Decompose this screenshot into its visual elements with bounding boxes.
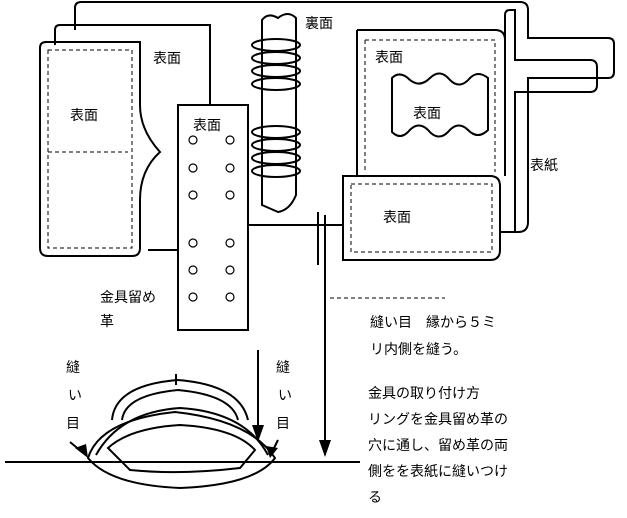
note-attach-line4: 側をを表紙に縫いつけ [368, 464, 508, 480]
label-omote-left-inner: 表面 [70, 108, 98, 124]
strap-hole [188, 265, 198, 275]
middle-cover-right [504, 9, 598, 232]
right-inner-panel [357, 29, 506, 176]
spine-back-strip [261, 13, 297, 214]
ring [251, 151, 301, 165]
right-flap-stitch [350, 183, 493, 253]
ring-top-arch [111, 378, 249, 421]
note-attach-line1: 金具の取り付け方 [368, 386, 480, 402]
fastener-strap [177, 104, 249, 331]
label-strap-line2: 革 [100, 314, 114, 330]
strap-hole [188, 163, 198, 173]
ring-top-arch-inner [121, 388, 239, 421]
label-omote-left-top: 表面 [153, 51, 181, 67]
strap-hole [188, 190, 198, 200]
note-attach-line2: リングを金具留め革の [368, 412, 508, 428]
middle-cover-outline [54, 24, 211, 105]
back-cover-outline [74, 1, 615, 233]
rings [251, 38, 301, 178]
note-seam-line1: 縫い目 縁から５ミ [370, 315, 496, 331]
fitting-inner [106, 423, 257, 474]
label-omote-right-flap: 表面 [383, 210, 411, 226]
strap-hole [225, 265, 235, 275]
strap-hole [188, 292, 198, 302]
strap-hole [225, 190, 235, 200]
stitch-left-arrow-head [75, 444, 88, 458]
strap-hole [225, 238, 235, 248]
ring [251, 125, 301, 139]
left-panel-stitch [47, 49, 133, 249]
strap-holes [188, 135, 235, 302]
label-omote-strap-top: 表面 [193, 118, 221, 134]
ring [251, 51, 301, 65]
strap-hole [188, 238, 198, 248]
label-stitch-right-2: い [278, 388, 292, 404]
fitting-outer [86, 410, 277, 490]
ring [251, 77, 301, 91]
label-strap-line1: 金具留め [100, 290, 156, 306]
ring [251, 64, 301, 78]
label-stitch-right-3: 目 [276, 416, 290, 432]
note-attach-line5: る [368, 490, 382, 506]
ring [251, 138, 301, 152]
label-omote-right-top: 表面 [375, 50, 403, 66]
label-hyoshi: 表紙 [530, 158, 558, 174]
strap-hole [188, 135, 198, 145]
strap-hole [225, 292, 235, 302]
label-ura: 裏面 [305, 15, 333, 32]
label-stitch-left-3: 目 [66, 416, 80, 432]
fitting-strap-top [95, 406, 269, 456]
strap-hole [225, 135, 235, 145]
torn-paper [391, 72, 489, 138]
note-attach-line3: 穴に通し、留め革の両 [368, 438, 508, 454]
stitch-right-arrow-head [252, 425, 264, 442]
label-stitch-left-1: 縫 [66, 360, 80, 376]
ring [251, 38, 301, 52]
seam-pointer-arrow [319, 440, 331, 457]
label-stitch-left-2: い [68, 388, 82, 404]
left-front-panel [39, 41, 162, 257]
strap-hole [225, 163, 235, 173]
label-stitch-right-1: 縫 [276, 360, 290, 376]
ring [251, 164, 301, 178]
note-seam-line2: リ内側を縫う。 [370, 342, 467, 358]
label-omote-right-inner: 表面 [413, 106, 441, 122]
right-front-flap [342, 175, 501, 261]
right-inner-stitch [365, 39, 496, 172]
